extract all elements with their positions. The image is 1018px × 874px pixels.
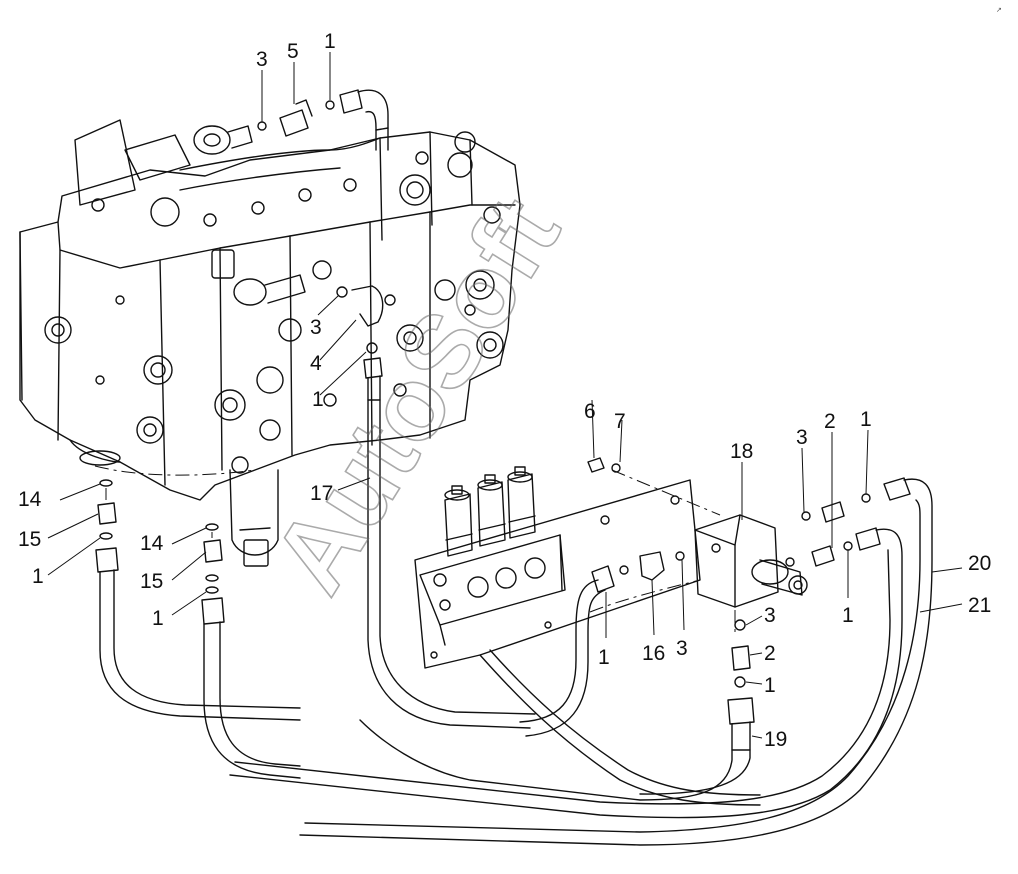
callout-19: 19 xyxy=(764,728,787,751)
callout-1: 1 xyxy=(312,388,324,411)
callout-17: 17 xyxy=(310,482,333,505)
callout-1: 1 xyxy=(842,604,854,627)
callout-14: 14 xyxy=(18,488,42,511)
solenoid-valve-bank xyxy=(414,457,721,669)
callout-1: 1 xyxy=(764,674,776,697)
callout-1: 1 xyxy=(152,607,164,630)
callout-21: 21 xyxy=(968,594,991,617)
callout-2: 2 xyxy=(824,410,836,433)
callout-4: 4 xyxy=(310,352,322,375)
main-control-valve xyxy=(19,119,521,567)
callout-3: 3 xyxy=(764,604,776,627)
callout-3: 3 xyxy=(796,426,808,449)
lower-left-fittings xyxy=(95,479,301,779)
callout-leaders xyxy=(47,52,963,739)
callout-3: 3 xyxy=(256,48,268,71)
callout-16: 16 xyxy=(642,642,665,665)
callout-2: 2 xyxy=(764,642,776,665)
top-fitting-assembly xyxy=(257,89,389,151)
block-18-fittings xyxy=(229,477,933,846)
callout-3: 3 xyxy=(310,316,322,339)
callout-7: 7 xyxy=(614,410,626,433)
callout-1: 1 xyxy=(860,408,872,431)
callout-1: 1 xyxy=(324,30,336,53)
valve-block-18 xyxy=(694,514,808,608)
callout-20: 20 xyxy=(968,552,991,575)
callout-3: 3 xyxy=(676,637,688,660)
watermark-text: AutoSoft xyxy=(251,178,582,612)
corner-mark: ↗ xyxy=(996,7,1002,14)
callout-18: 18 xyxy=(730,440,753,463)
mid-fitting-assembly xyxy=(336,285,536,729)
callout-14: 14 xyxy=(140,532,164,555)
callout-15: 15 xyxy=(140,570,163,593)
callout-15: 15 xyxy=(18,528,41,551)
callout-1: 1 xyxy=(598,646,610,669)
callout-6: 6 xyxy=(584,400,596,423)
callout-5: 5 xyxy=(287,40,299,63)
callout-labels: 3 5 1 3 4 1 6 7 18 3 2 1 14 15 1 17 14 1… xyxy=(18,30,991,751)
callout-1: 1 xyxy=(32,565,44,588)
